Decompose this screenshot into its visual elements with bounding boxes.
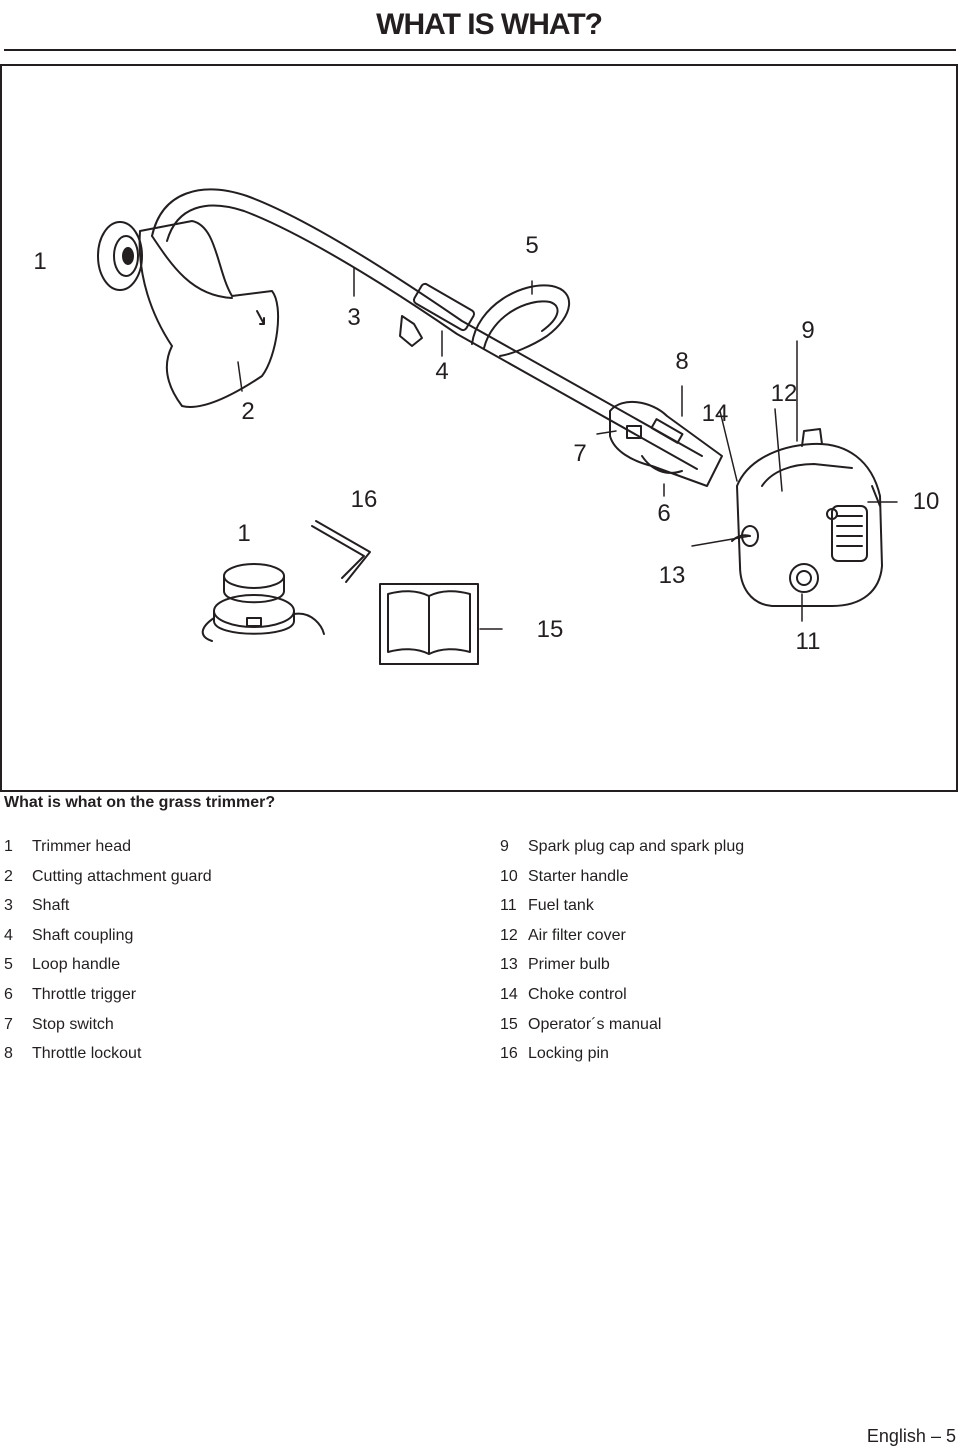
legend-item: 3 Shaft (4, 891, 212, 921)
callout-16: 16 (350, 486, 378, 513)
callout-2: 2 (241, 398, 255, 425)
legend-item: 2 Cutting attachment guard (4, 862, 212, 892)
legend-item: 15 Operator´s manual (500, 1010, 744, 1040)
callout-10: 10 (912, 488, 940, 515)
callout-8: 8 (675, 348, 689, 375)
page-number: 5 (945, 1426, 956, 1446)
footer-separator: – (930, 1426, 941, 1446)
legend-label: Trimmer head (32, 838, 131, 855)
legend-label: Air filter cover (528, 926, 626, 944)
footer-language: English (866, 1426, 926, 1446)
callout-7: 7 (573, 440, 587, 467)
legend-number: 6 (4, 985, 13, 1003)
legend-number: 14 (500, 985, 518, 1003)
callout-12: 12 (770, 380, 798, 407)
legend-number: 13 (500, 956, 518, 974)
callout-15: 15 (536, 616, 564, 643)
spare-trimmer-head-icon (201, 563, 325, 642)
loop-handle-icon (471, 284, 570, 357)
legend-label: Shaft (32, 897, 70, 915)
legend-right-column: 9 Spark plug cap and spark plug 10 Starter… (500, 832, 744, 1069)
figure-caption: What is what on the grass trimmer? (4, 794, 276, 811)
legend-number: 3 (4, 897, 13, 915)
legend-label: Stop switch (32, 1015, 114, 1033)
legend-item: 12 Air filter cover (500, 921, 744, 951)
legend-label: Fuel tank (528, 897, 594, 915)
locking-pin-icon (311, 520, 371, 583)
legend-label: Locking pin (528, 1045, 609, 1063)
callout-6: 6 (657, 500, 671, 527)
legend-item: 5 Loop handle (4, 950, 212, 980)
manual-icon (379, 583, 479, 665)
legend-label: Throttle trigger (32, 985, 137, 1003)
legend-label: Loop handle (32, 956, 121, 974)
legend-number: 12 (500, 926, 518, 944)
legend-label: Starter handle (528, 867, 629, 885)
page-title: WHAT IS WHAT? (0, 0, 956, 50)
legend-number: 5 (4, 956, 13, 974)
legend-number: 1 (4, 838, 13, 855)
legend-number: 8 (4, 1045, 13, 1063)
legend-item: 8 Throttle lockout (4, 1039, 212, 1069)
shaft-coupling-icon (399, 282, 476, 347)
callout-1-bottom: 1 (237, 520, 251, 547)
legend-number: 16 (500, 1045, 518, 1063)
callout-3: 3 (347, 304, 361, 331)
callout-14: 14 (701, 400, 729, 427)
legend-label: Cutting attachment guard (32, 867, 212, 885)
shaft-outline-inner (166, 204, 698, 470)
legend-label: Primer bulb (528, 956, 610, 974)
shaft-outline (151, 188, 703, 457)
legend-label: Shaft coupling (32, 926, 134, 944)
legend-item: 1 Trimmer head (4, 832, 212, 862)
callout-1-top: 1 (33, 248, 47, 275)
legend-item: 13 Primer bulb (500, 950, 744, 980)
page-title-text: WHAT IS WHAT? (376, 8, 603, 41)
legend-number: 2 (4, 867, 13, 885)
legend-item: 11 Fuel tank (500, 891, 744, 921)
callout-4: 4 (435, 358, 449, 385)
legend-number: 9 (500, 838, 509, 855)
legend-item: 9 Spark plug cap and spark plug (500, 832, 744, 862)
legend-label: Throttle lockout (32, 1045, 142, 1063)
throttle-housing-icon (609, 400, 723, 487)
engine-icon (731, 428, 883, 607)
page-footer: English – 5 (867, 1424, 956, 1448)
callout-9: 9 (801, 317, 815, 344)
trimmer-diagram: 1 2 3 4 5 6 7 8 9 10 11 12 13 14 15 16 1 (0, 64, 958, 792)
legend-label: Spark plug cap and spark plug (528, 838, 745, 855)
legend-number: 15 (500, 1015, 518, 1033)
trimmer-head-icon (97, 221, 143, 291)
legend-number: 11 (500, 897, 517, 915)
header-divider (4, 49, 956, 51)
callout-5: 5 (525, 232, 539, 259)
legend-item: 4 Shaft coupling (4, 921, 212, 951)
callout-13: 13 (658, 562, 686, 589)
callout-11: 11 (795, 628, 821, 655)
trimmer-illustration (97, 188, 898, 665)
legend-item: 14 Choke control (500, 980, 744, 1010)
leader-lines (237, 267, 898, 630)
legend-number: 7 (4, 1015, 13, 1033)
legend-item: 10 Starter handle (500, 862, 744, 892)
legend-number: 10 (500, 867, 518, 885)
legend-item: 7 Stop switch (4, 1010, 212, 1040)
guard-icon (138, 220, 279, 408)
legend-label: Choke control (528, 985, 627, 1003)
legend-item: 16 Locking pin (500, 1039, 744, 1069)
legend-label: Operator´s manual (528, 1015, 662, 1033)
legend-number: 4 (4, 926, 13, 944)
legend-item: 6 Throttle trigger (4, 980, 212, 1010)
